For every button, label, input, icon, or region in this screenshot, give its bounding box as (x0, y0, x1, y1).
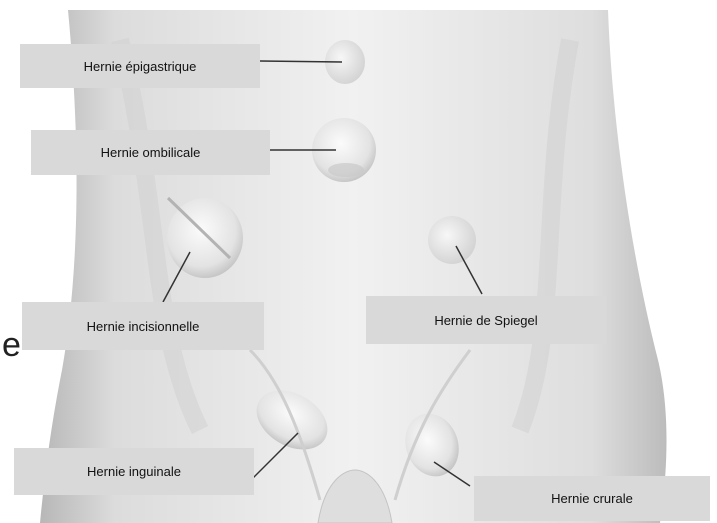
label-crurale: Hernie crurale (474, 476, 710, 521)
spigelian-bulge (428, 216, 476, 264)
stray-letter: e (2, 326, 21, 365)
label-spiegel: Hernie de Spiegel (366, 296, 606, 344)
umbilical-bulge-shadow (328, 163, 364, 177)
label-incisionnelle: Hernie incisionnelle (22, 302, 264, 350)
leader-line-epigastrique (260, 61, 342, 62)
label-ombilicale: Hernie ombilicale (31, 130, 270, 175)
label-inguinale: Hernie inguinale (14, 448, 254, 495)
label-epigastrique: Hernie épigastrique (20, 44, 260, 88)
